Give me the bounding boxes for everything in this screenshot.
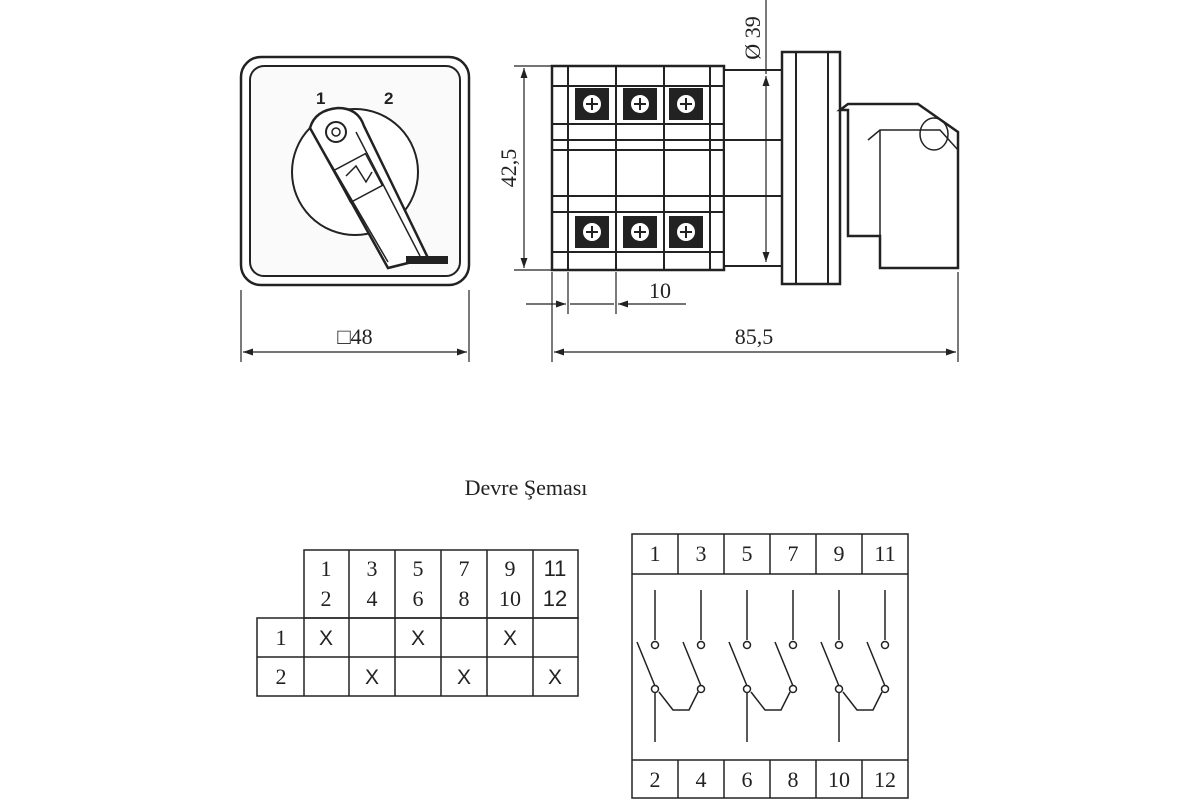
diameter-label: Ø 39 [740,16,765,59]
table-header-bottom-5: 12 [543,586,567,611]
contact-blade [636,641,656,687]
position-label-1: 1 [316,89,325,108]
position-label-2: 2 [384,89,393,108]
height-label: 42,5 [496,149,521,188]
table-header-bottom-4: 10 [499,586,521,611]
top-terminal-11: 11 [874,541,895,566]
screw-bottom-1 [575,216,609,248]
table-header-top-4: 9 [505,556,516,581]
handle-inner-line [317,141,389,263]
front-width-dimension [240,290,470,362]
contact-pivot-dot [742,684,752,694]
contact-blade [866,641,886,687]
handle-logo-mark [345,164,373,184]
contact-diagram [631,533,909,799]
table-mark: X [548,666,562,689]
contact-terminal-dot [788,640,798,650]
contact-pivot-dot [834,684,844,694]
module-dimension [526,272,686,314]
table-header-bottom-1: 4 [367,586,378,611]
contact-pivot-dot [788,684,798,694]
contact-blade [774,641,794,687]
handle-inner-line-2 [355,131,421,257]
screw-top-2 [623,88,657,120]
handle-screw [325,121,347,143]
handle-screw-inner [331,127,341,137]
front-plate [780,50,842,286]
contact-bridge [842,691,883,711]
table-mark: X [503,627,517,650]
contact-terminal-dot [742,640,752,650]
bottom-terminal-4: 4 [696,767,707,792]
length-label: 85,5 [735,324,774,349]
contact-symbols [636,590,890,742]
table-header-top-3: 7 [459,556,470,581]
table-mark: X [319,627,333,650]
bottom-terminal-2: 2 [650,767,661,792]
top-terminal-9: 9 [834,541,845,566]
bottom-terminal-12: 12 [874,767,896,792]
top-terminal-1: 1 [650,541,661,566]
knob-screw-hole [919,117,949,151]
contact-pivot-dot [880,684,890,694]
bottom-terminal-8: 8 [788,767,799,792]
knob-profile [836,102,960,270]
shaft-housing [723,69,783,267]
table-header-top-5: 11 [544,556,567,581]
contact-terminal-dot [880,640,890,650]
table-mark: X [457,666,471,689]
top-terminal-7: 7 [788,541,799,566]
side-view [550,50,960,286]
height-dimension [514,65,552,271]
contact-blade [682,641,702,687]
contact-pivot-dot [696,684,706,694]
module-label: 10 [649,278,671,303]
front-view [239,55,471,287]
table-row-label-1: 1 [276,625,287,650]
screw-bottom-3 [669,216,703,248]
length-dimension [551,272,959,362]
table-header-top-2: 5 [413,556,424,581]
bottom-terminal-6: 6 [742,767,753,792]
table-row-label-2: 2 [276,664,287,689]
table-header-bottom-3: 8 [459,586,470,611]
table-header-top-0: 1 [321,556,332,581]
top-terminal-3: 3 [696,541,707,566]
top-terminal-5: 5 [742,541,753,566]
screw-top-1 [575,88,609,120]
front-label-strip [406,256,448,264]
schema-title: Devre Şeması [465,475,588,500]
contact-terminal-dot [650,640,660,650]
contact-bridge [750,691,791,711]
switching-table [256,549,579,697]
handle-logo-box [332,152,384,204]
contact-blade [820,641,840,687]
table-header-top-1: 3 [367,556,378,581]
contact-bridge [658,691,699,711]
front-outer-frame [239,55,471,287]
terminal-screws [575,88,703,248]
screw-bottom-2 [623,216,657,248]
table-header-bottom-2: 6 [413,586,424,611]
contact-terminal-dot [696,640,706,650]
contact-terminal-dot [834,640,844,650]
switch-handle [308,106,430,270]
screw-top-3 [669,88,703,120]
contact-pivot-dot [650,684,660,694]
table-mark: X [411,627,425,650]
diagram-text: 1 3 5 7 9 11 2 4 6 8 10 12 [650,541,897,792]
table-header-bottom-0: 2 [321,586,332,611]
table-mark: X [365,666,379,689]
front-width-label: □48 [337,324,372,349]
contact-blade [728,641,748,687]
bottom-terminal-10: 10 [828,767,850,792]
